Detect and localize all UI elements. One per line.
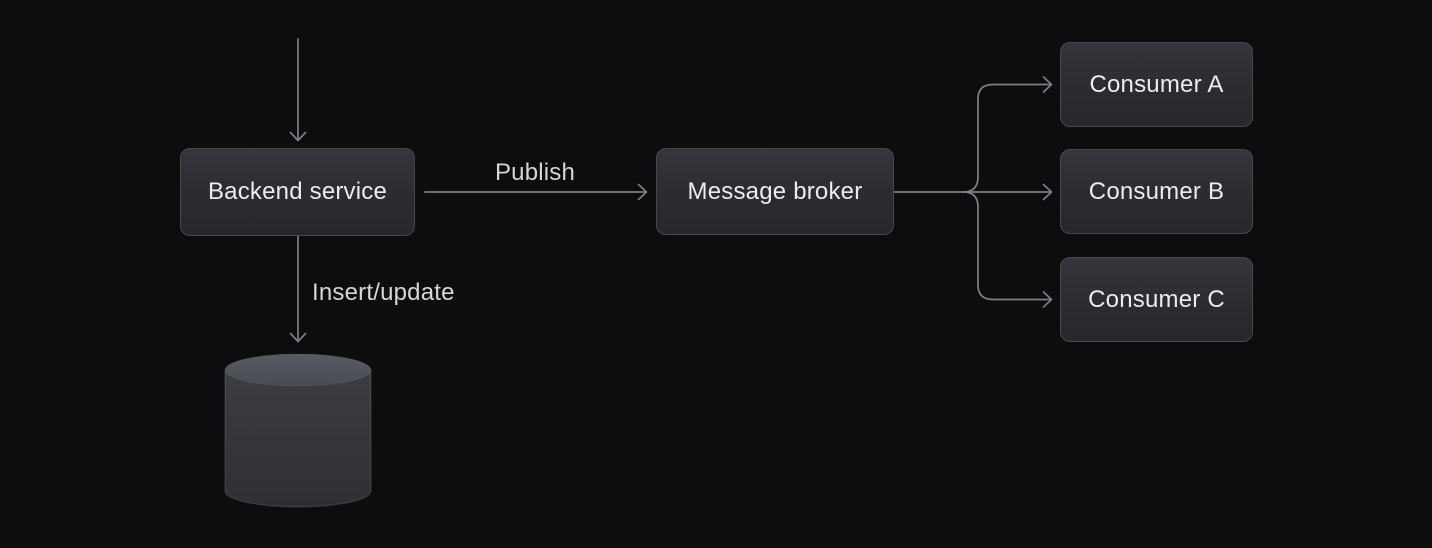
node-message-broker: Message broker [656,148,894,235]
arrow-to-consumer-b [893,183,1053,201]
edge-label-insert-update: Insert/update [312,279,455,306]
node-consumer-c: Consumer C [1060,257,1253,342]
node-consumer-b: Consumer B [1060,149,1253,234]
arrow-insert-update [289,235,307,343]
edge-label-publish: Publish [494,159,576,186]
arrow-publish [424,183,648,201]
node-backend-service: Backend service [180,148,415,236]
database-cylinder [224,353,372,508]
arrow-into-backend [289,38,307,142]
node-consumer-a: Consumer A [1060,42,1253,127]
arrow-to-consumer-a [962,76,1053,193]
arrow-to-consumer-c [962,191,1053,308]
